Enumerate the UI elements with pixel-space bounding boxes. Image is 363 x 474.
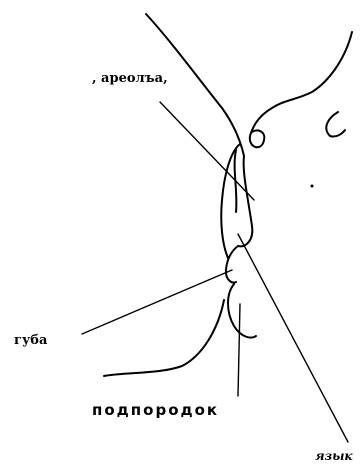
leader-tongue [238,234,348,442]
label-lip: губа [14,334,47,347]
leader-lip [82,270,232,334]
nipple-outline [238,156,252,246]
chin-outline [228,284,256,338]
areola-arc [250,130,265,147]
small-dot [311,185,314,188]
label-areola: , ареолъа, [92,72,168,85]
jaw-line [104,300,224,376]
lower-lip [226,246,238,283]
baby-eye [326,112,345,137]
breast-outline [250,32,352,136]
label-tongue: язык [315,450,353,462]
leader-chin [238,304,240,396]
leader-areola [160,102,254,200]
label-chin: подпородок [92,403,219,418]
